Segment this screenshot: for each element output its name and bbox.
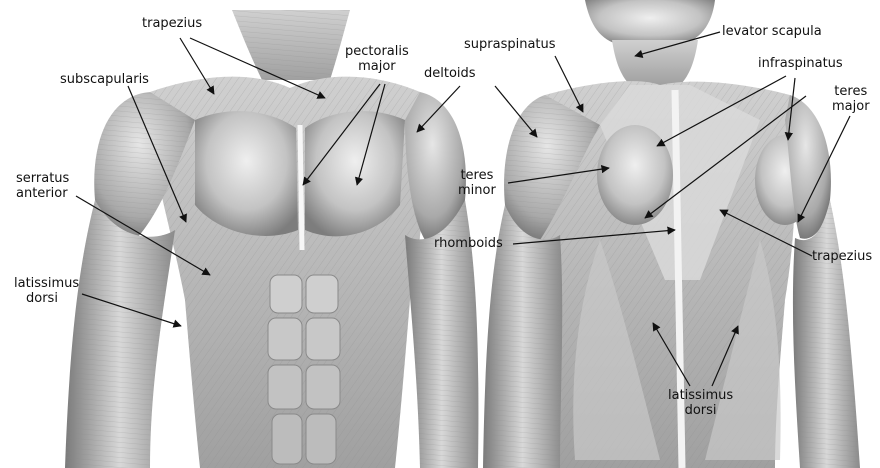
label-rhomboids: rhomboids [434,236,503,251]
label-infraspinatus-text: infraspinatus [758,56,843,71]
label-trapezius-front: trapezius [142,16,202,31]
label-trapezius-back: trapezius [812,249,872,264]
label-latissimus-back-line2: dorsi [668,403,733,418]
label-latissimus-back-line1: latissimus [668,388,733,403]
label-deltoids-front: deltoids [424,66,476,81]
label-teres-minor: teres minor [458,168,496,198]
label-latissimus-front: latissimus dorsi [14,276,79,306]
label-latissimus-front-line1: latissimus [14,276,79,291]
label-subscapularis-text: subscapularis [60,72,149,87]
pectoral-left-shape [195,111,298,236]
label-teres-minor-line2: minor [458,183,496,198]
label-deltoids-front-text: deltoids [424,66,476,81]
label-serratus-line1: serratus [16,171,69,186]
label-pectoralis-major: pectoralis major [345,44,409,74]
label-pectoralis-line1: pectoralis [345,44,409,59]
label-teres-major-line1: teres [832,84,870,99]
label-latissimus-back: latissimus dorsi [668,388,733,418]
label-teres-major-line2: major [832,99,870,114]
head-back [585,0,715,45]
infraspinatus-left-shape [597,125,673,225]
label-teres-major: teres major [832,84,870,114]
label-teres-minor-line1: teres [458,168,496,183]
label-subscapularis: subscapularis [60,72,149,87]
label-serratus-line2: anterior [16,186,69,201]
label-rhomboids-text: rhomboids [434,236,503,251]
label-serratus-anterior: serratus anterior [16,171,69,201]
label-levator-scapula-text: levator scapula [722,24,822,39]
label-infraspinatus: infraspinatus [758,56,843,71]
label-trapezius-front-text: trapezius [142,16,202,31]
label-supraspinatus-text: supraspinatus [464,37,556,52]
label-levator-scapula: levator scapula [722,24,822,39]
label-latissimus-front-line2: dorsi [14,291,79,306]
label-supraspinatus: supraspinatus [464,37,556,52]
label-pectoralis-line2: major [345,59,409,74]
label-trapezius-back-text: trapezius [812,249,872,264]
neck-back [612,40,698,85]
